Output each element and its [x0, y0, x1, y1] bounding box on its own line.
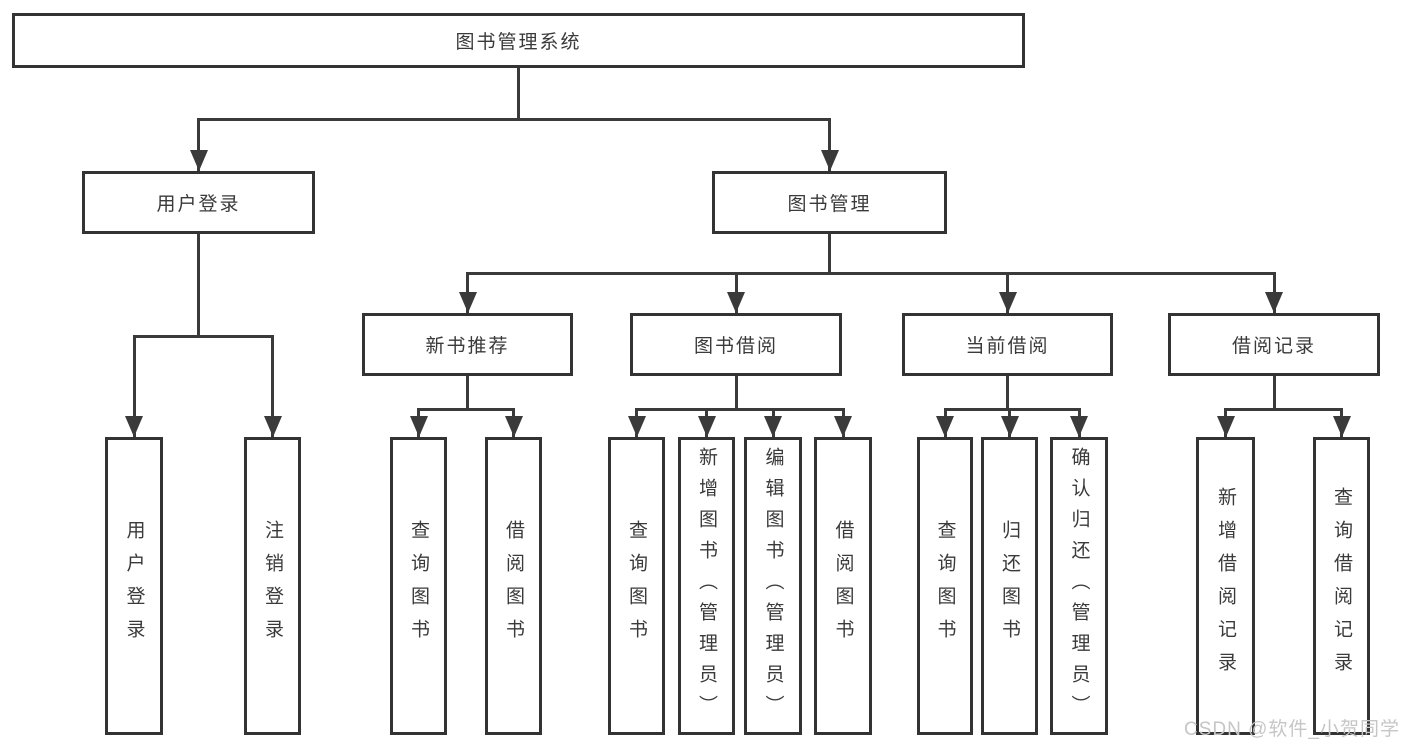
node-label: 当前借阅 [965, 336, 1050, 357]
node-current-borrowing: 当前借阅 [902, 313, 1113, 376]
arrow-down-icon [409, 416, 428, 437]
leaf-confirm-return-admin: 确认归还（管理员） [1050, 437, 1108, 735]
leaf-query-books-current: 查询图书 [917, 437, 973, 735]
edge-vertical-line [466, 376, 469, 411]
leaf-query-books-recommend: 查询图书 [390, 437, 447, 735]
edge-horizontal-line [466, 272, 1276, 275]
edge-horizontal-line [197, 118, 831, 121]
node-label: 新书推荐 [425, 336, 510, 357]
edge-vertical-line [734, 376, 738, 411]
node-label: 查询图书 [408, 520, 429, 652]
edge-horizontal-line [943, 408, 1081, 411]
leaf-borrow-books-recommend: 借阅图书 [485, 437, 542, 735]
edge-vertical-line [271, 335, 274, 437]
edge-horizontal-line [132, 335, 274, 338]
arrow-down-icon [1216, 416, 1235, 437]
arrow-down-icon [627, 416, 646, 437]
node-label: 图书管理系统 [455, 32, 582, 53]
edge-horizontal-line [417, 408, 515, 411]
arrow-down-icon [263, 416, 282, 437]
node-label: 借阅图书 [503, 520, 524, 652]
node-label: 查询借阅记录 [1331, 487, 1352, 685]
node-label: 查询图书 [934, 520, 956, 652]
node-book-borrowing: 图书借阅 [630, 313, 842, 376]
arrow-down-icon [458, 292, 477, 313]
node-label: 编辑图书（管理员） [762, 446, 784, 726]
arrow-down-icon [1070, 416, 1088, 437]
node-book-management: 图书管理 [712, 171, 947, 234]
node-label: 新增借阅记录 [1215, 487, 1236, 685]
edge-vertical-line [197, 234, 200, 338]
arrow-down-icon [820, 150, 839, 171]
leaf-borrow-books: 借阅图书 [814, 437, 872, 735]
arrow-down-icon [125, 416, 143, 437]
edge-vertical-line [517, 68, 520, 121]
edge-horizontal-line [635, 408, 845, 411]
arrow-down-icon [727, 292, 745, 313]
arrow-down-icon [1332, 416, 1351, 437]
node-label: 图书管理 [787, 194, 872, 215]
node-library-management-system: 图书管理系统 [12, 13, 1025, 68]
node-borrowing-records: 借阅记录 [1168, 313, 1380, 376]
node-label: 借阅图书 [832, 520, 854, 652]
edge-vertical-line [828, 234, 831, 275]
node-label: 借阅记录 [1231, 336, 1316, 357]
node-label: 归还图书 [999, 520, 1020, 652]
arrow-down-icon [1265, 292, 1283, 313]
leaf-add-book-admin: 新增图书（管理员） [678, 437, 735, 735]
edge-vertical-line [197, 118, 200, 171]
leaf-query-books-borrow: 查询图书 [608, 437, 665, 735]
arrow-down-icon [936, 416, 954, 437]
arrow-down-icon [504, 416, 523, 437]
edge-vertical-line [132, 335, 136, 437]
arrow-down-icon [189, 150, 208, 171]
edge-horizontal-line [1224, 408, 1343, 411]
node-label: 新增图书（管理员） [696, 446, 717, 726]
leaf-add-borrow-record: 新增借阅记录 [1196, 437, 1255, 735]
edge-vertical-line [1006, 376, 1009, 411]
arrow-down-icon [1000, 416, 1019, 437]
node-label: 注销登录 [262, 520, 283, 652]
node-label: 图书借阅 [693, 336, 778, 357]
leaf-logout: 注销登录 [244, 437, 301, 735]
arrow-down-icon [764, 416, 782, 437]
node-new-book-recommendation: 新书推荐 [362, 313, 573, 376]
node-label: 用户登录 [156, 194, 241, 215]
leaf-query-borrow-record: 查询借阅记录 [1313, 437, 1370, 735]
leaf-user-login: 用户登录 [105, 437, 163, 735]
node-label: 确认归还（管理员） [1068, 446, 1090, 726]
edge-vertical-line [828, 118, 831, 171]
edge-vertical-line [1272, 376, 1276, 411]
node-user-login: 用户登录 [82, 171, 315, 234]
node-label: 用户登录 [123, 520, 145, 652]
leaf-edit-book-admin: 编辑图书（管理员） [744, 437, 802, 735]
csdn-watermark: CSDN @软件_小贺同学 [1184, 719, 1400, 740]
arrow-down-icon [697, 416, 716, 437]
arrow-down-icon [998, 292, 1017, 313]
arrow-down-icon [834, 416, 852, 437]
node-label: 查询图书 [626, 520, 647, 652]
leaf-return-book: 归还图书 [981, 437, 1038, 735]
